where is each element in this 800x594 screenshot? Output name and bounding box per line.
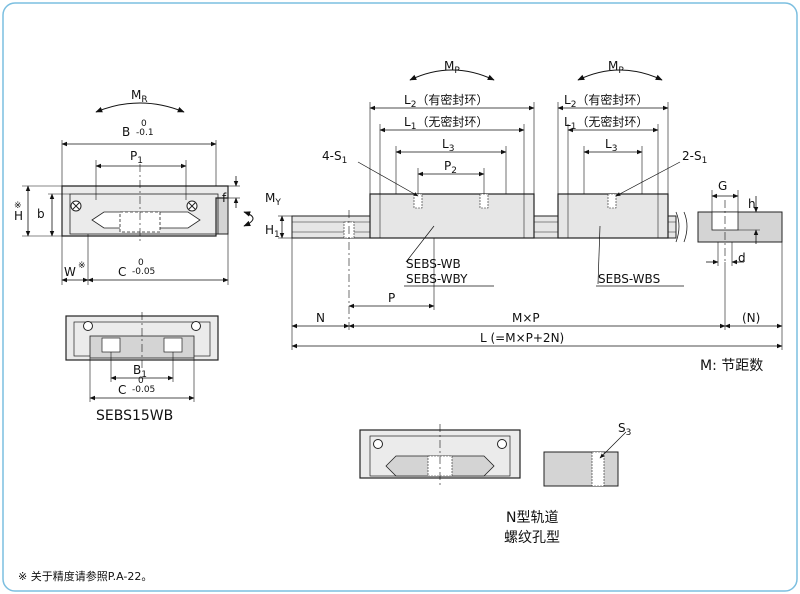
mr-label: MR [131, 88, 148, 105]
footnote: ※ 关于精度请参照P.A-22。 [18, 569, 152, 583]
s3-label: S3 [618, 421, 631, 438]
screw-icon [497, 439, 507, 449]
h1-label: H1 [265, 223, 280, 240]
b1-label: B1 [133, 363, 147, 380]
p2-label: P2 [444, 159, 457, 176]
block-wb [369, 193, 535, 239]
l2-left-label: L2（有密封环） [404, 92, 488, 110]
b-dimension-label: B [122, 125, 130, 139]
svg-text:0: 0 [141, 119, 147, 129]
l1-left-label: L1（无密封环） [404, 114, 488, 132]
n-rail-caption-1: N型轨道 [506, 510, 558, 526]
l2-right-label: L2（有密封环） [564, 92, 648, 110]
svg-text:※: ※ [14, 201, 22, 211]
model-caption: SEBS15WB [96, 408, 173, 424]
my-label: MY [265, 191, 281, 208]
w-label: W [64, 265, 76, 279]
c-dimension-label: C [118, 265, 126, 279]
sebs15wb-view: B1 C 0 -0.05 SEBS15WB [65, 312, 219, 424]
wby-label: SEBS-WBY [406, 272, 468, 286]
pitch-note: M: 节距数 [700, 358, 763, 374]
svg-text:-0.05: -0.05 [132, 267, 155, 277]
n-left-label: N [316, 311, 325, 325]
wbs-label: SEBS-WBS [598, 272, 660, 286]
l-total-label: L (=M×P+2N) [480, 331, 564, 345]
wb-label: SEBS-WB [406, 257, 461, 271]
n-rail-end [543, 451, 619, 487]
svg-text:0: 0 [138, 376, 144, 386]
mp-left-label: MP [444, 59, 460, 76]
svg-text:※: ※ [78, 261, 86, 271]
b-small-label: b [37, 207, 45, 221]
screw-icon [373, 439, 383, 449]
mp-right-label: MP [608, 59, 624, 76]
p-label: P [388, 291, 395, 305]
d-label: d [738, 251, 746, 265]
s1-left-label: 4-S1 [322, 149, 347, 166]
svg-text:-0.05: -0.05 [132, 385, 155, 395]
n-right-label: (N) [742, 311, 760, 325]
screw-icon [83, 321, 93, 331]
side-view: MP L2（有密封环） L1（无密封环） L3 P2 4-S1 H1 SEBS-… [265, 59, 783, 374]
s1-right-label: 2-S1 [682, 149, 707, 166]
rail-end-section [697, 211, 783, 243]
svg-text:-0.1: -0.1 [136, 128, 154, 138]
l3-right-label: L3 [605, 137, 617, 154]
section-view: MR B 0 -0.1 P1 H ※ b f MY [14, 88, 281, 285]
screw-icon [191, 321, 201, 331]
c2-dimension-label: C [118, 383, 126, 397]
svg-text:0: 0 [138, 258, 144, 268]
n-rail-caption-2: 螺纹孔型 [504, 530, 560, 546]
g-label: G [718, 179, 727, 193]
mxp-label: M×P [512, 311, 540, 325]
n-rail-view: S3 N型轨道 螺纹孔型 [359, 421, 631, 546]
f-label: f [222, 191, 227, 205]
l3-left-label: L3 [442, 137, 454, 154]
h-label: H [14, 209, 23, 223]
h-small-label: h [748, 197, 756, 211]
l1-right-label: L1（无密封环） [564, 114, 648, 132]
p1-label: P1 [130, 149, 143, 166]
